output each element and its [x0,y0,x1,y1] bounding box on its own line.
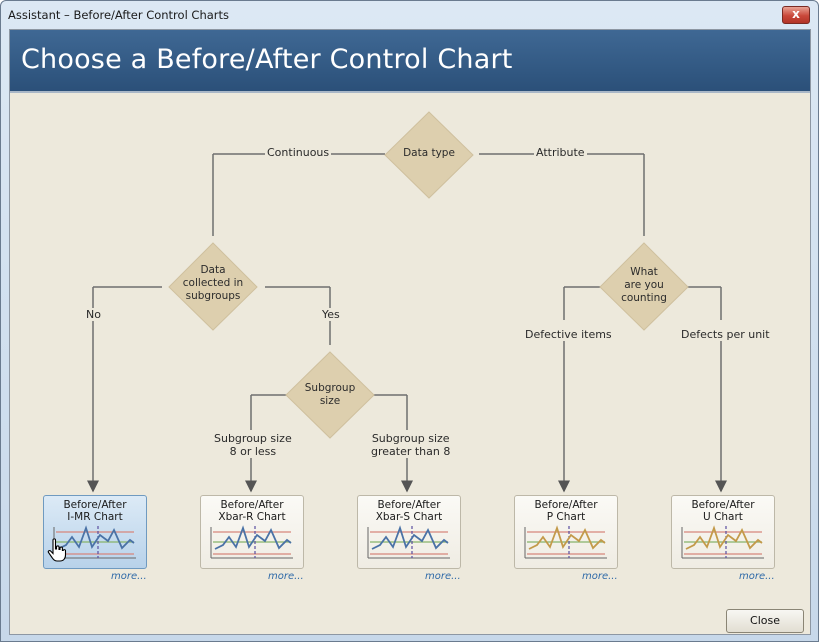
node-subgroups-line: collected in [182,277,244,289]
node-subgroups-label: Data collected in subgroups [168,264,258,303]
node-counting-line: What [630,266,658,278]
chart-option-u[interactable]: Before/After U Chart [671,495,775,569]
more-link-xbar-s[interactable]: more... [425,571,461,582]
node-counting-label: What are you counting [599,266,689,305]
node-subgroup-size-line: size [319,395,341,407]
more-link-imr[interactable]: more... [111,571,147,582]
page-title: Choose a Before/After Control Chart [21,44,513,75]
chart-option-title: Before/After U Chart [672,499,774,523]
chart-option-title-line: Before/After [534,499,598,511]
decision-diamond-subgroup-size [285,351,375,439]
chart-option-title-line: P Chart [546,511,586,523]
edge-label-attribute: Attribute [534,146,587,159]
more-link-p[interactable]: more... [582,571,618,582]
chart-thumbnail-icon [681,525,764,559]
chart-thumbnail-icon [367,525,450,559]
chart-option-title-line: Before/After [691,499,755,511]
decision-diamond-data-type [384,111,474,199]
edge-label-line: Subgroup size [214,432,292,445]
node-subgroups-line: Data [200,264,226,276]
edge-label-size-large: Subgroup size greater than 8 [369,432,453,458]
chart-option-title: Before/After I-MR Chart [44,499,146,523]
node-counting-line: counting [621,292,667,304]
chart-thumbnail-icon [53,525,136,559]
close-button[interactable]: Close [726,609,804,633]
node-subgroups-line: subgroups [185,290,241,302]
chart-option-xbar-s[interactable]: Before/After Xbar-S Chart [357,495,461,569]
edge-label-size-small: Subgroup size 8 or less [212,432,294,458]
chart-option-title: Before/After P Chart [515,499,617,523]
chart-option-title-line: Xbar-S Chart [375,511,443,523]
edge-label-line: 8 or less [229,445,277,458]
node-subgroup-size-label: Subgroup size [285,382,375,408]
decision-diamond-subgroups [168,242,258,331]
chart-option-title-line: Xbar-R Chart [218,511,286,523]
edge-label-line: greater than 8 [371,445,451,458]
chart-option-title-line: Before/After [377,499,441,511]
edge-label-continuous: Continuous [265,146,332,159]
chart-option-title: Before/After Xbar-S Chart [358,499,460,523]
chart-option-title-line: U Chart [703,511,743,523]
title-bar: Assistant – Before/After Control Charts … [1,1,818,29]
chart-thumbnail-icon [210,525,293,559]
chart-option-p[interactable]: Before/After P Chart [514,495,618,569]
edge-label-no: No [84,308,103,321]
decision-diamond-counting [599,242,689,331]
decision-flowchart [87,111,727,493]
chart-option-title-line: Before/After [220,499,284,511]
window-title: Assistant – Before/After Control Charts [8,8,230,22]
edge-label-yes: Yes [320,308,342,321]
edge-label-defective-items: Defective items [523,328,614,341]
window-close-icon[interactable]: x [782,6,810,24]
chart-option-xbar-r[interactable]: Before/After Xbar-R Chart [200,495,304,569]
edge-label-line: Subgroup size [371,432,450,445]
more-link-xbar-r[interactable]: more... [268,571,304,582]
chart-option-title: Before/After Xbar-R Chart [201,499,303,523]
chart-option-title-line: I-MR Chart [67,511,123,523]
node-subgroup-size-line: Subgroup [304,382,356,394]
chart-thumbnail-icon [524,525,607,559]
node-data-type-label: Data type [403,147,455,159]
banner: Choose a Before/After Control Chart [10,30,810,93]
node-counting-line: are you [624,279,664,291]
edge-label-defects-per-unit: Defects per unit [679,328,772,341]
chart-option-title-line: Before/After [63,499,127,511]
more-link-u[interactable]: more... [739,571,775,582]
client-area: Choose a Before/After Control Chart [9,29,811,635]
hand-cursor-icon [47,538,67,562]
